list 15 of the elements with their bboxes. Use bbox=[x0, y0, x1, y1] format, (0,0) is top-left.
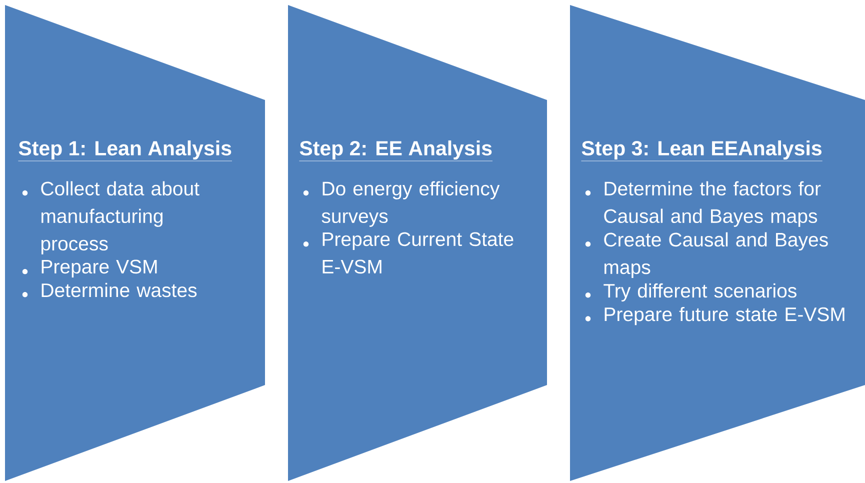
bullet-point: Determine the factors for Causal and Bayes maps bbox=[585, 181, 821, 227]
bullet-point: Prepare future state E-VSM bbox=[585, 306, 844, 326]
bullet-point: Prepare Current State E-VSM bbox=[303, 232, 514, 274]
bullet-point: Prepare VSM bbox=[22, 260, 157, 278]
chevron-shape bbox=[288, 5, 547, 481]
bullet-point: Collect data about manufacturing process bbox=[22, 181, 200, 254]
step-heading: Step 3: Lean EEAnalysis bbox=[581, 140, 823, 162]
step-heading: Step 2: EE Analysis bbox=[299, 140, 493, 162]
chevron-shape bbox=[570, 5, 865, 481]
bullet-point: Do energy efficiency surveys bbox=[303, 181, 500, 227]
chevron-shape bbox=[5, 5, 265, 481]
step-heading: Step 1: Lean Analysis bbox=[18, 140, 232, 162]
bullet-point: Create Causal and Bayes maps bbox=[585, 232, 828, 278]
bullet-point: Determine wastes bbox=[22, 282, 197, 298]
bullet-point: Try different scenarios bbox=[585, 283, 796, 302]
